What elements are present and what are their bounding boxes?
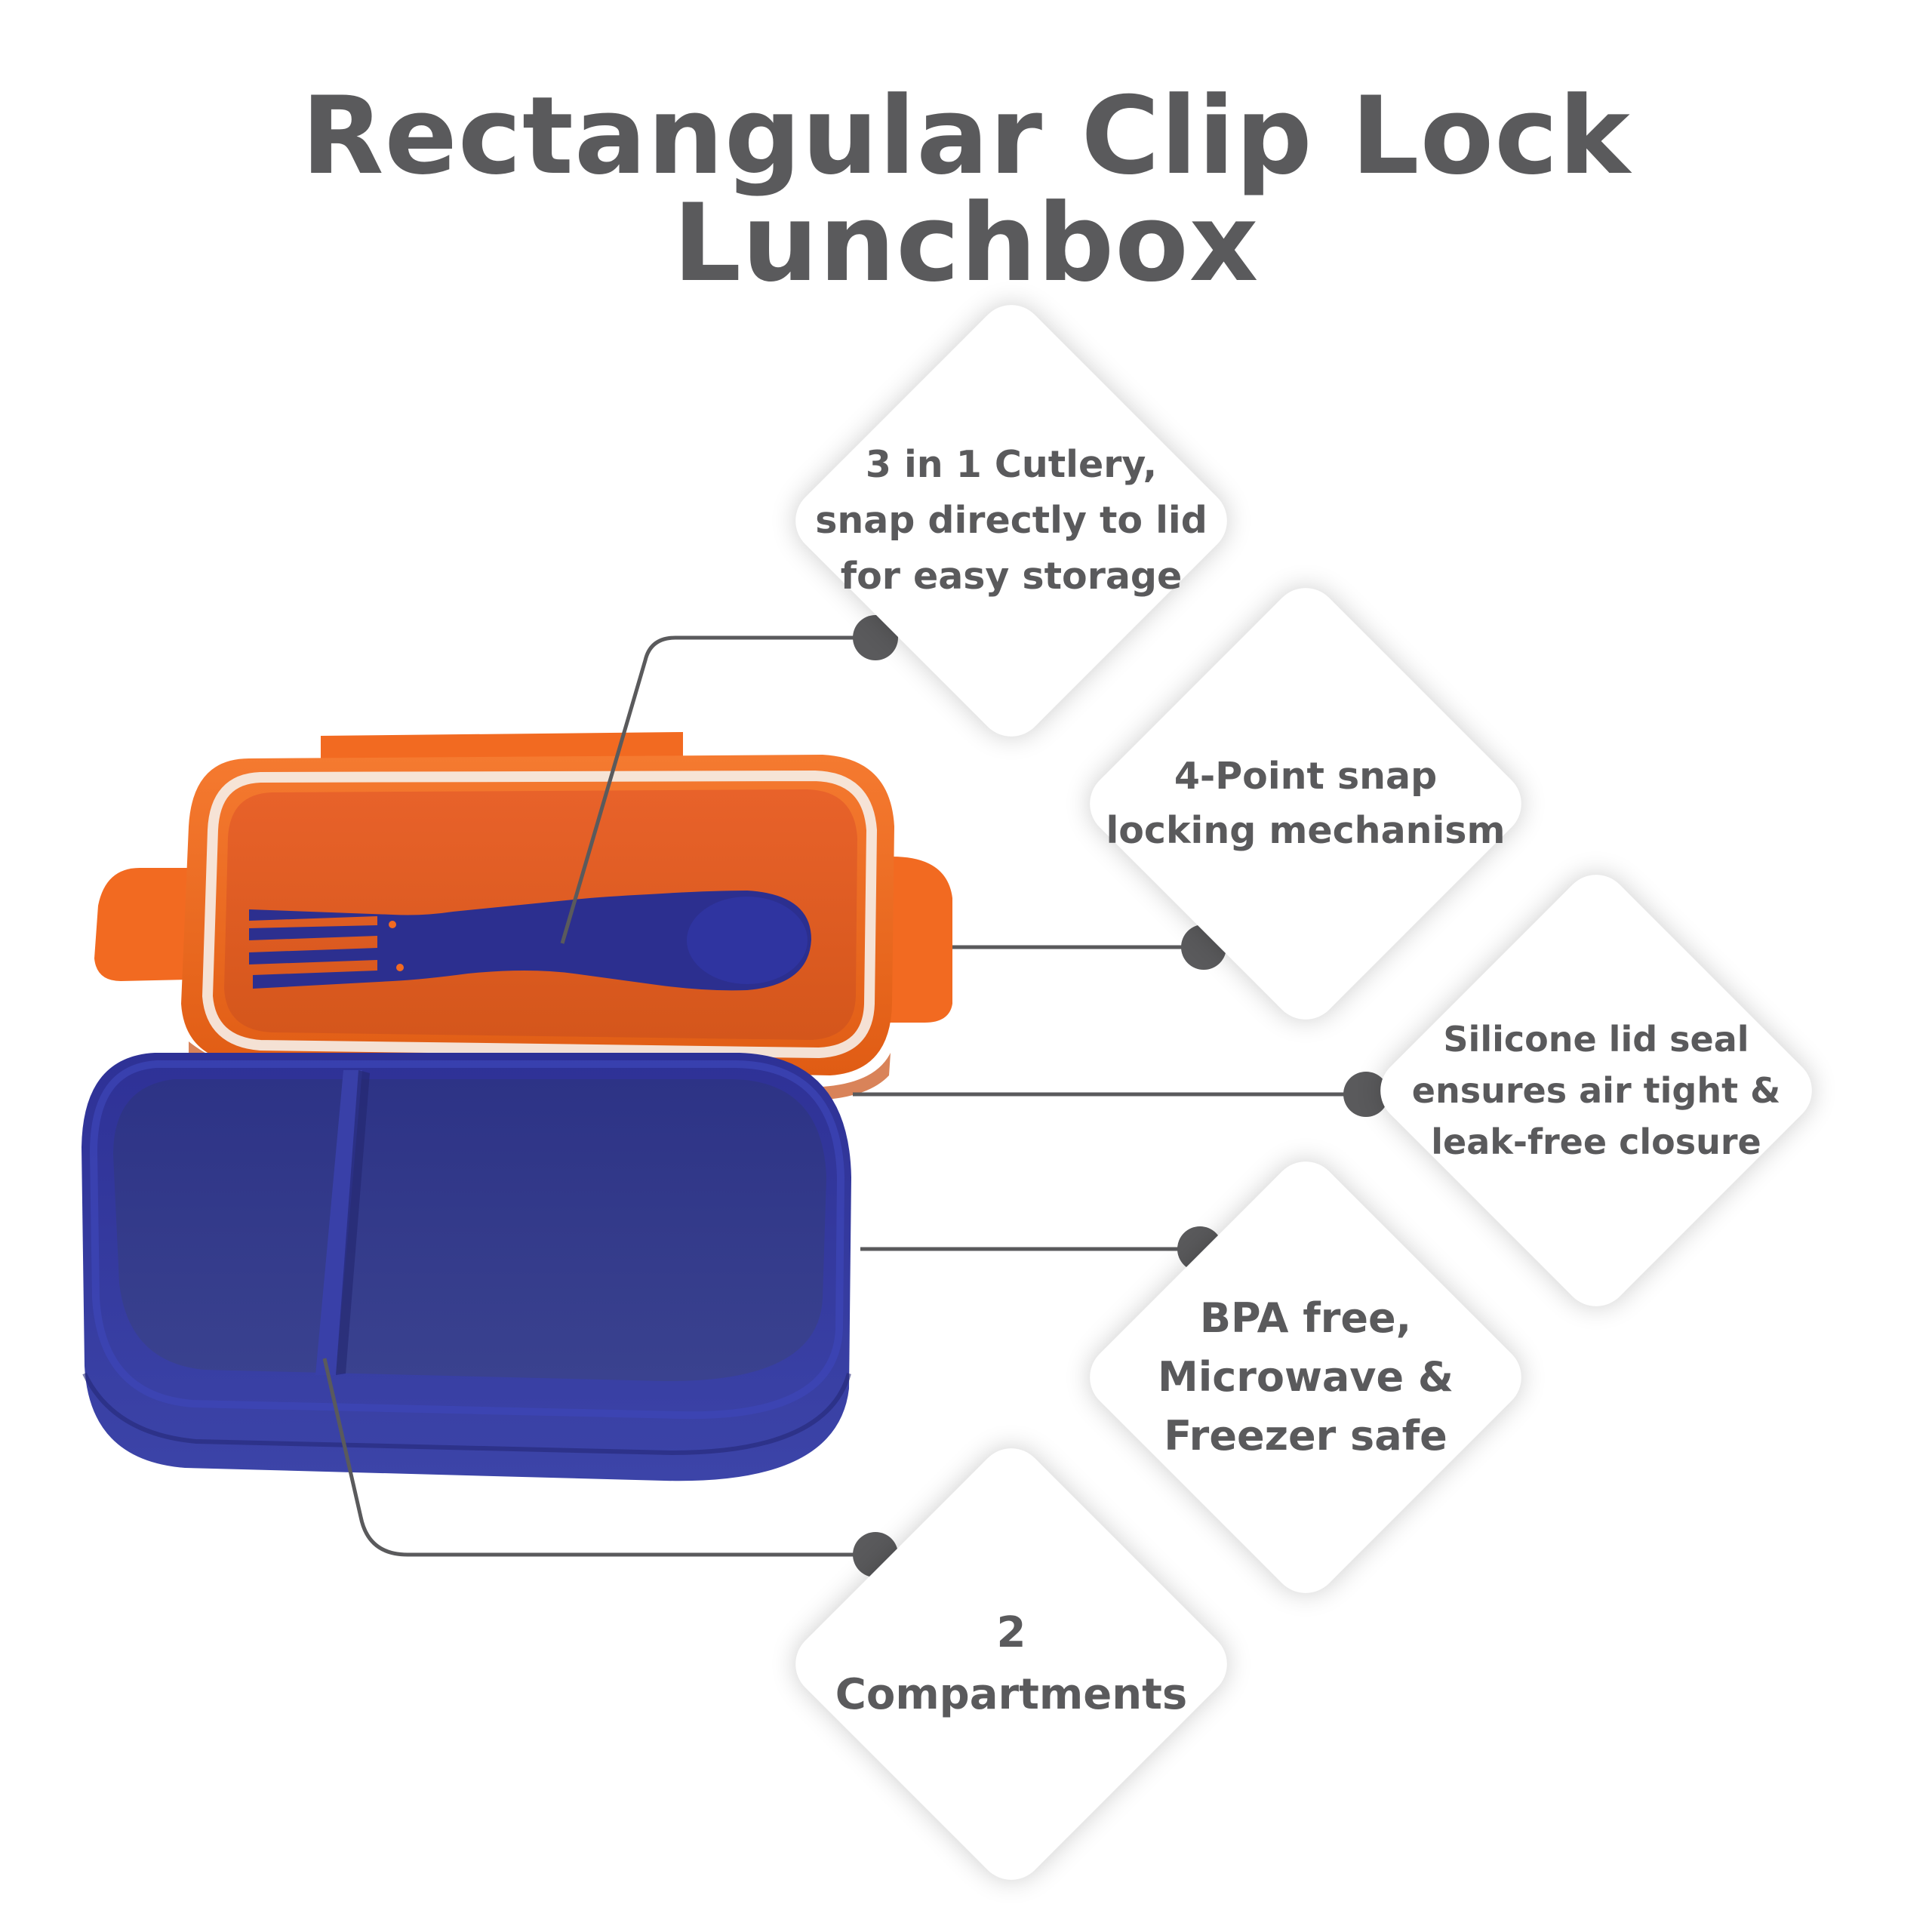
connector-dots: [853, 615, 1389, 1577]
feature-line: 2: [996, 1608, 1026, 1657]
dot-seal: [1343, 1072, 1389, 1117]
feature-safety: BPA free, Microwave & Freezer safe: [1072, 1143, 1540, 1611]
feature-line: leak-free closure: [1431, 1121, 1761, 1162]
feature-locking: 4-Point snap locking mechanism: [1072, 570, 1540, 1038]
spork-icon: [249, 891, 811, 991]
page-title: Rectangular Clip Lock Lunchbox: [301, 74, 1631, 306]
feature-line: ensures air tight &: [1411, 1070, 1781, 1111]
feature-line: BPA free,: [1199, 1294, 1412, 1342]
connector-cutlery: [560, 635, 859, 944]
feature-cutlery: 3 in 1 Cutlery, snap directly to lid for…: [777, 287, 1245, 755]
feature-line: Freezer safe: [1164, 1412, 1447, 1460]
feature-line: 3 in 1 Cutlery,: [865, 443, 1158, 486]
feature-line: locking mechanism: [1106, 809, 1506, 852]
feature-line: snap directly to lid: [815, 499, 1208, 542]
feature-seal: Silicone lid seal ensures air tight & le…: [1362, 857, 1830, 1324]
feature-line: for easy storage: [840, 555, 1183, 598]
feature-compartments: 2 Compartments: [777, 1430, 1245, 1898]
feature-line: 4-Point snap: [1174, 755, 1438, 798]
connectors: [322, 635, 1362, 1557]
box: [82, 1053, 851, 1481]
feature-line: Compartments: [835, 1670, 1188, 1719]
feature-line: Silicone lid seal: [1443, 1019, 1749, 1060]
connector-compartments: [322, 1358, 860, 1557]
feature-line: Microwave &: [1157, 1353, 1454, 1401]
